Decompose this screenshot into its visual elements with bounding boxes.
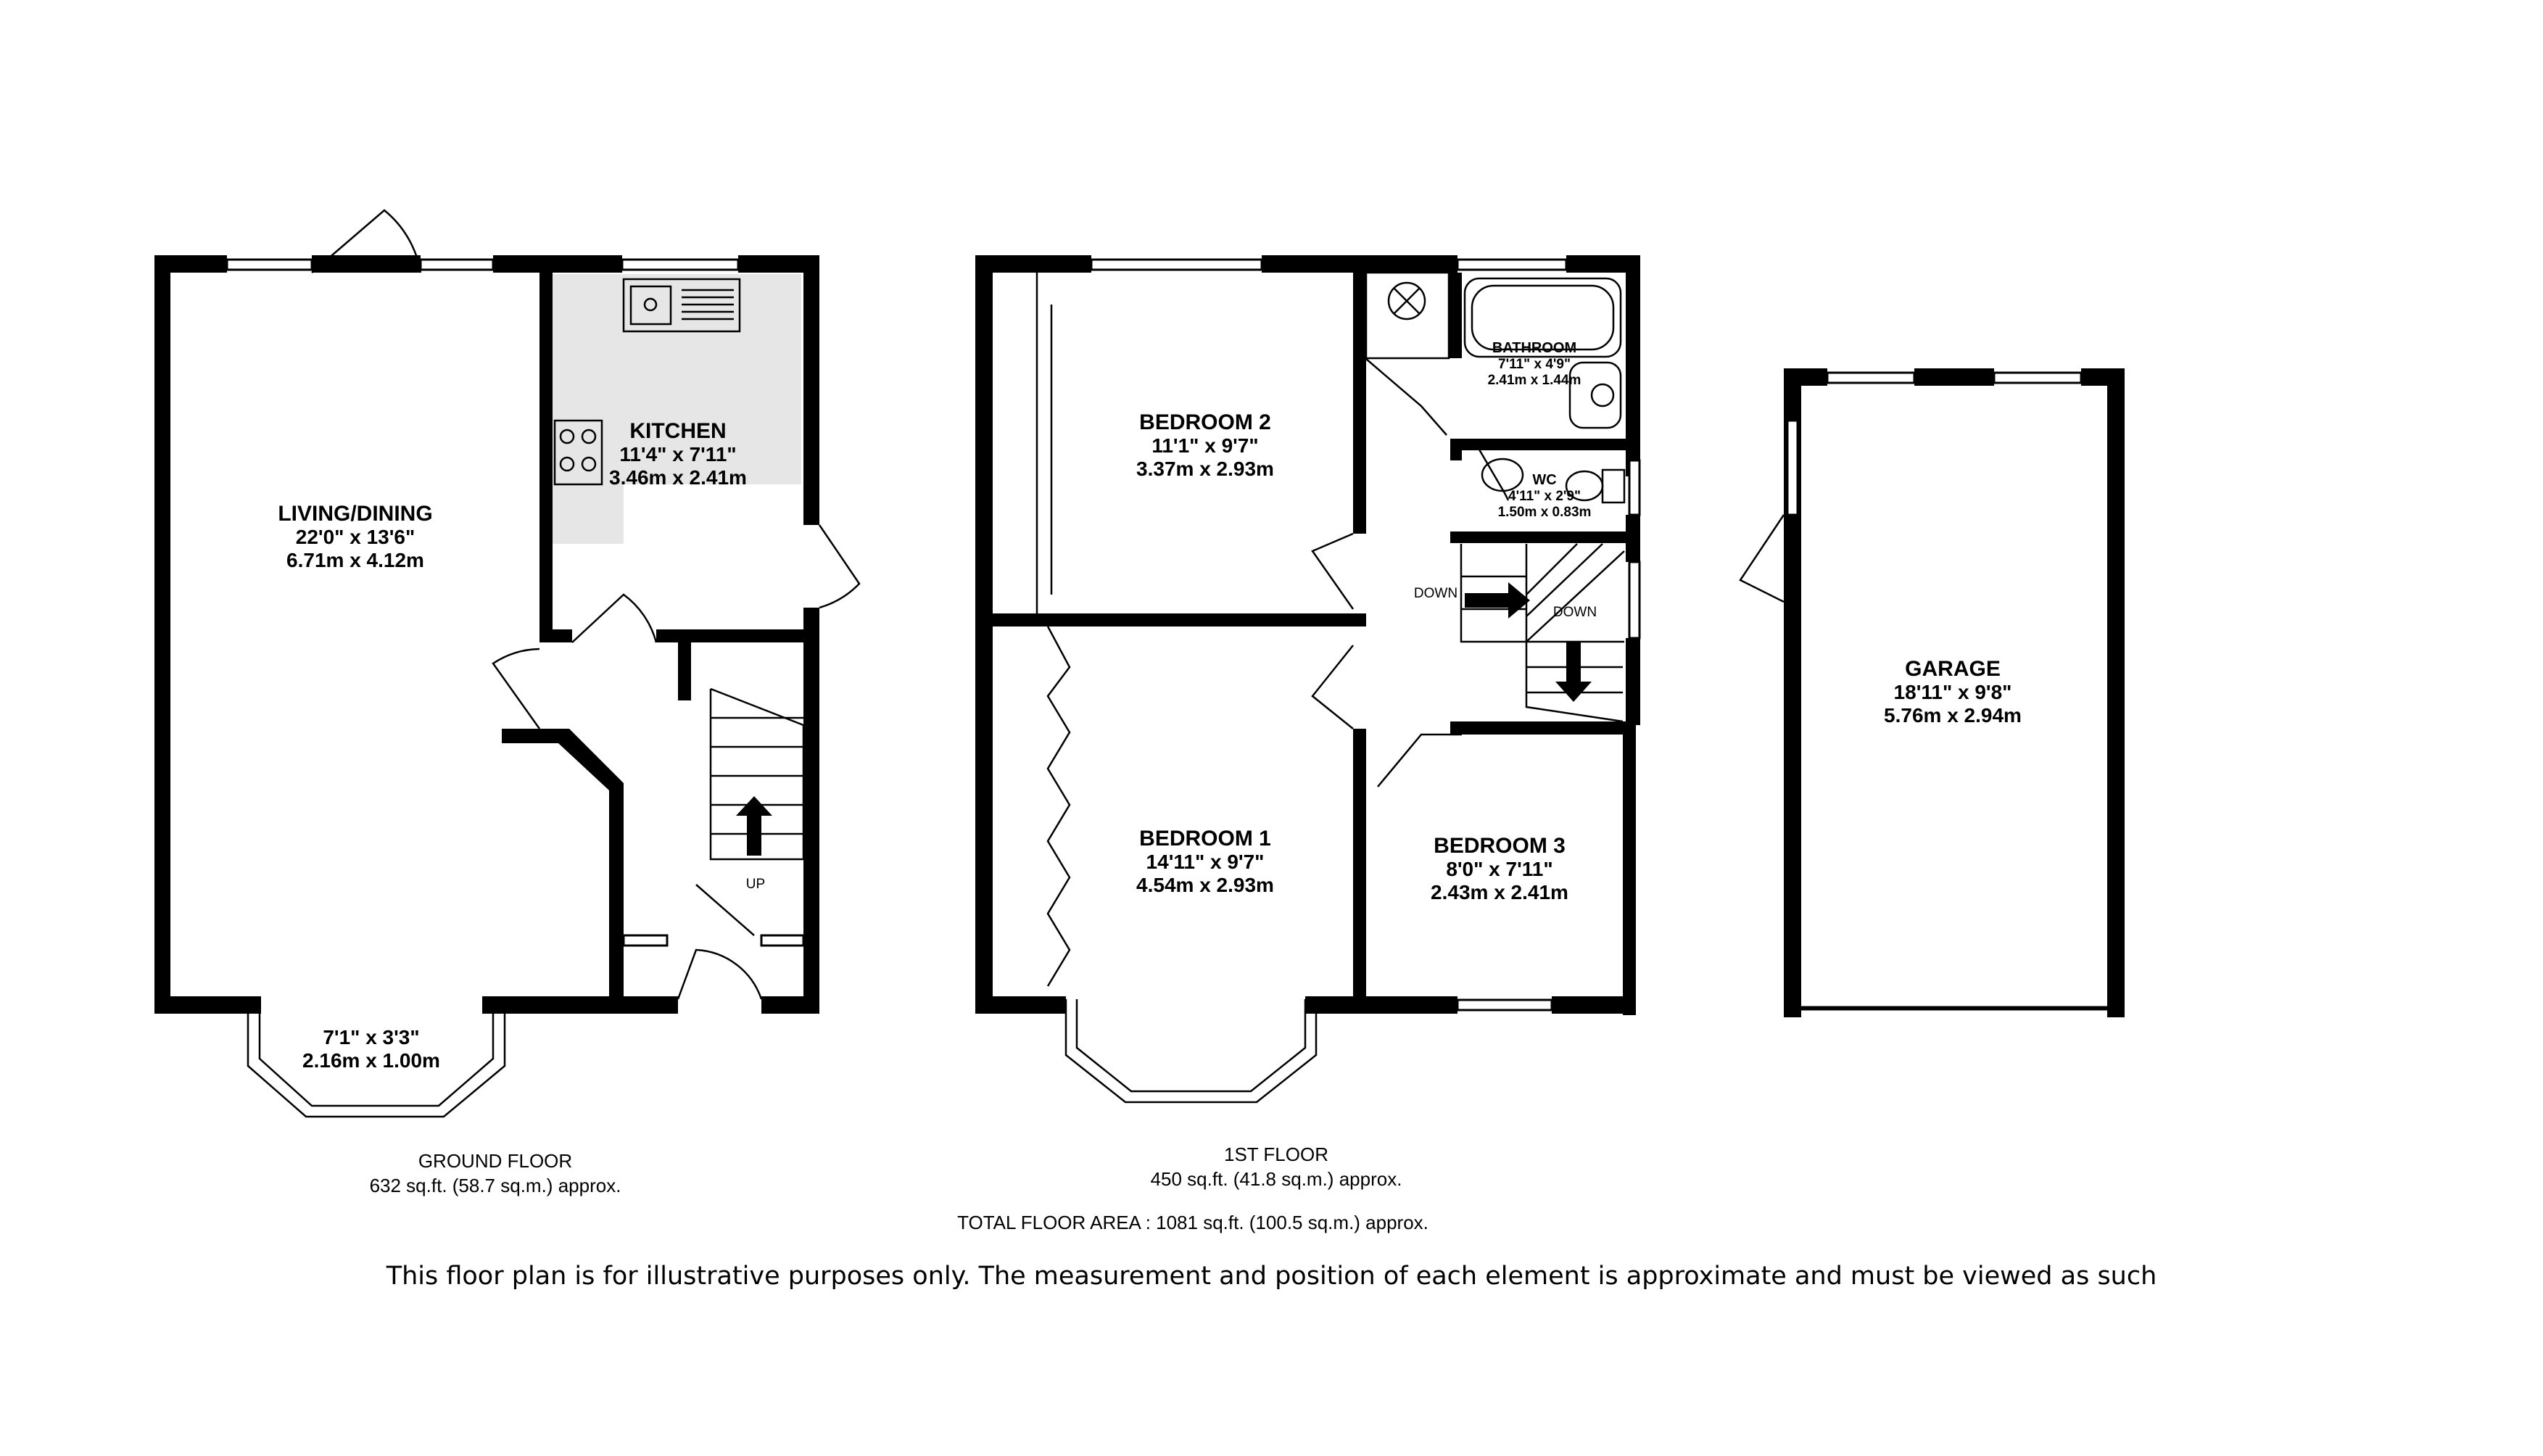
- stairs-down-label: DOWN: [1414, 586, 1457, 601]
- garage-plan: GARAGE 18'11" x 9'8" 5.76m x 2.94m: [1739, 368, 2125, 1017]
- bedroom2-dim-metric: 3.37m x 2.93m: [1136, 458, 1274, 480]
- bedroom2-dim-imperial: 11'1" x 9'7": [1151, 434, 1258, 457]
- garage-dim-imperial: 18'11" x 9'8": [1894, 681, 2012, 703]
- staircase: [1460, 543, 1625, 723]
- bay-window: [1075, 999, 1307, 1093]
- bay-window: [258, 999, 495, 1107]
- wc-basin: [1481, 458, 1524, 492]
- living-dining-dim-imperial: 22'0" x 13'6": [296, 526, 415, 548]
- down-arrow-icon: [1555, 642, 1592, 702]
- bathtub: [1463, 277, 1622, 358]
- cylinder-icon: [1387, 281, 1426, 320]
- french-door: [311, 209, 422, 273]
- hob: [553, 419, 603, 486]
- stairs-down-label: DOWN: [1553, 605, 1597, 620]
- ground-floor-plan: LIVING/DINING 22'0" x 13'6" 6.71m x 4.12…: [154, 209, 861, 1196]
- bathroom-dim-metric: 2.41m x 1.44m: [1488, 373, 1581, 388]
- ground-floor-name: GROUND FLOOR: [418, 1150, 572, 1172]
- wall: [154, 255, 170, 1013]
- bedroom3-name: BEDROOM 3: [1434, 834, 1566, 858]
- first-floor-plan: BEDROOM 2 11'1" x 9'7" 3.37m x 2.93m BAT…: [975, 255, 1641, 1190]
- living-dining-name: LIVING/DINING: [278, 502, 432, 526]
- wc-dim-metric: 1.50m x 0.83m: [1498, 505, 1592, 520]
- garage-door: [1800, 1006, 2109, 1011]
- sink: [622, 278, 741, 333]
- kitchen-name: KITCHEN: [629, 419, 726, 443]
- disclaimer-text: This floor plan is for illustrative purp…: [386, 1262, 2157, 1291]
- bathroom-dim-imperial: 7'11" x 4'9": [1498, 357, 1571, 372]
- bedroom2-name: BEDROOM 2: [1139, 410, 1271, 434]
- first-floor-name: 1ST FLOOR: [1224, 1143, 1328, 1165]
- kitchen-dim-metric: 3.46m x 2.41m: [609, 466, 747, 489]
- garage-dim-metric: 5.76m x 2.94m: [1884, 704, 2022, 727]
- stairs-up-label: UP: [746, 877, 765, 892]
- first-floor-area: 450 sq.ft. (41.8 sq.m.) approx.: [1151, 1168, 1402, 1190]
- wc-name: WC: [1532, 472, 1556, 488]
- kitchen-dim-imperial: 11'4" x 7'11": [619, 443, 736, 466]
- bedroom3-dim-metric: 2.43m x 2.41m: [1431, 881, 1568, 903]
- bedroom1-name: BEDROOM 1: [1139, 827, 1271, 851]
- wc-dim-imperial: 4'11" x 2'9": [1508, 489, 1581, 504]
- bedroom3-dim-imperial: 8'0" x 7'11": [1446, 858, 1552, 880]
- bedroom1-dim-metric: 4.54m x 2.93m: [1136, 874, 1274, 896]
- ground-floor-area: 632 sq.ft. (58.7 sq.m.) approx.: [370, 1175, 621, 1196]
- living-dining-dim-metric: 6.71m x 4.12m: [286, 549, 424, 571]
- staircase: [709, 687, 805, 861]
- bedroom1-dim-imperial: 14'11" x 9'7": [1146, 851, 1265, 873]
- up-arrow-icon: [736, 796, 772, 856]
- total-floor-area: TOTAL FLOOR AREA : 1081 sq.ft. (100.5 sq…: [957, 1212, 1428, 1233]
- garage-name: GARAGE: [1905, 657, 2001, 681]
- bay-dim-imperial: 7'1" x 3'3": [323, 1026, 419, 1048]
- down-arrow-icon: [1465, 582, 1530, 619]
- airing-cupboard: [1365, 271, 1450, 360]
- bay-dim-metric: 2.16m x 1.00m: [302, 1049, 440, 1072]
- bathroom-name: BATHROOM: [1492, 340, 1576, 356]
- wardrobe-doors: [1046, 626, 1071, 987]
- door: [818, 524, 861, 609]
- window: [226, 258, 313, 271]
- basin: [1568, 361, 1622, 429]
